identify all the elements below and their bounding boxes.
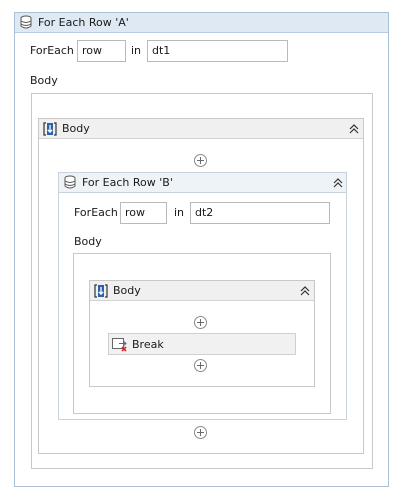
inner-in-label: in: [174, 206, 185, 219]
inner-sequence-title: Body: [113, 284, 141, 297]
double-chevron-up-icon[interactable]: [348, 123, 360, 135]
outer-sequence-title: Body: [62, 122, 90, 135]
inner-body-label: Body: [74, 235, 102, 248]
outer-body-label: Body: [30, 74, 58, 87]
inner-foreach-title: For Each Row 'B': [82, 176, 173, 189]
add-activity-plus-icon[interactable]: [194, 154, 207, 167]
inner-collection-field[interactable]: dt2: [190, 202, 330, 224]
double-chevron-up-icon[interactable]: [299, 285, 311, 297]
outer-in-label: in: [131, 44, 142, 57]
add-activity-plus-icon[interactable]: [194, 359, 207, 372]
outer-foreach-label: ForEach: [30, 44, 74, 57]
outer-sequence-header[interactable]: Body: [39, 119, 363, 139]
outer-collection-field[interactable]: dt1: [147, 40, 288, 62]
add-activity-plus-icon[interactable]: [194, 426, 207, 439]
break-activity[interactable]: Break: [108, 333, 296, 355]
database-stack-icon: [63, 175, 77, 190]
inner-item-field[interactable]: row: [120, 202, 167, 224]
add-activity-plus-icon[interactable]: [194, 316, 207, 329]
outer-foreach-title: For Each Row 'A': [38, 16, 129, 29]
outer-foreach-header[interactable]: For Each Row 'A': [15, 13, 388, 33]
break-exit-icon: [111, 336, 129, 353]
double-chevron-up-icon[interactable]: [332, 177, 344, 189]
outer-item-field[interactable]: row: [77, 40, 126, 62]
inner-foreach-label: ForEach: [74, 206, 118, 219]
database-stack-icon: [19, 15, 33, 30]
break-label: Break: [132, 338, 164, 351]
inner-sequence-header[interactable]: Body: [90, 281, 314, 301]
inner-foreach-header[interactable]: For Each Row 'B': [59, 173, 346, 193]
sequence-arrow-icon: [93, 283, 109, 299]
sequence-arrow-icon: [42, 121, 58, 137]
